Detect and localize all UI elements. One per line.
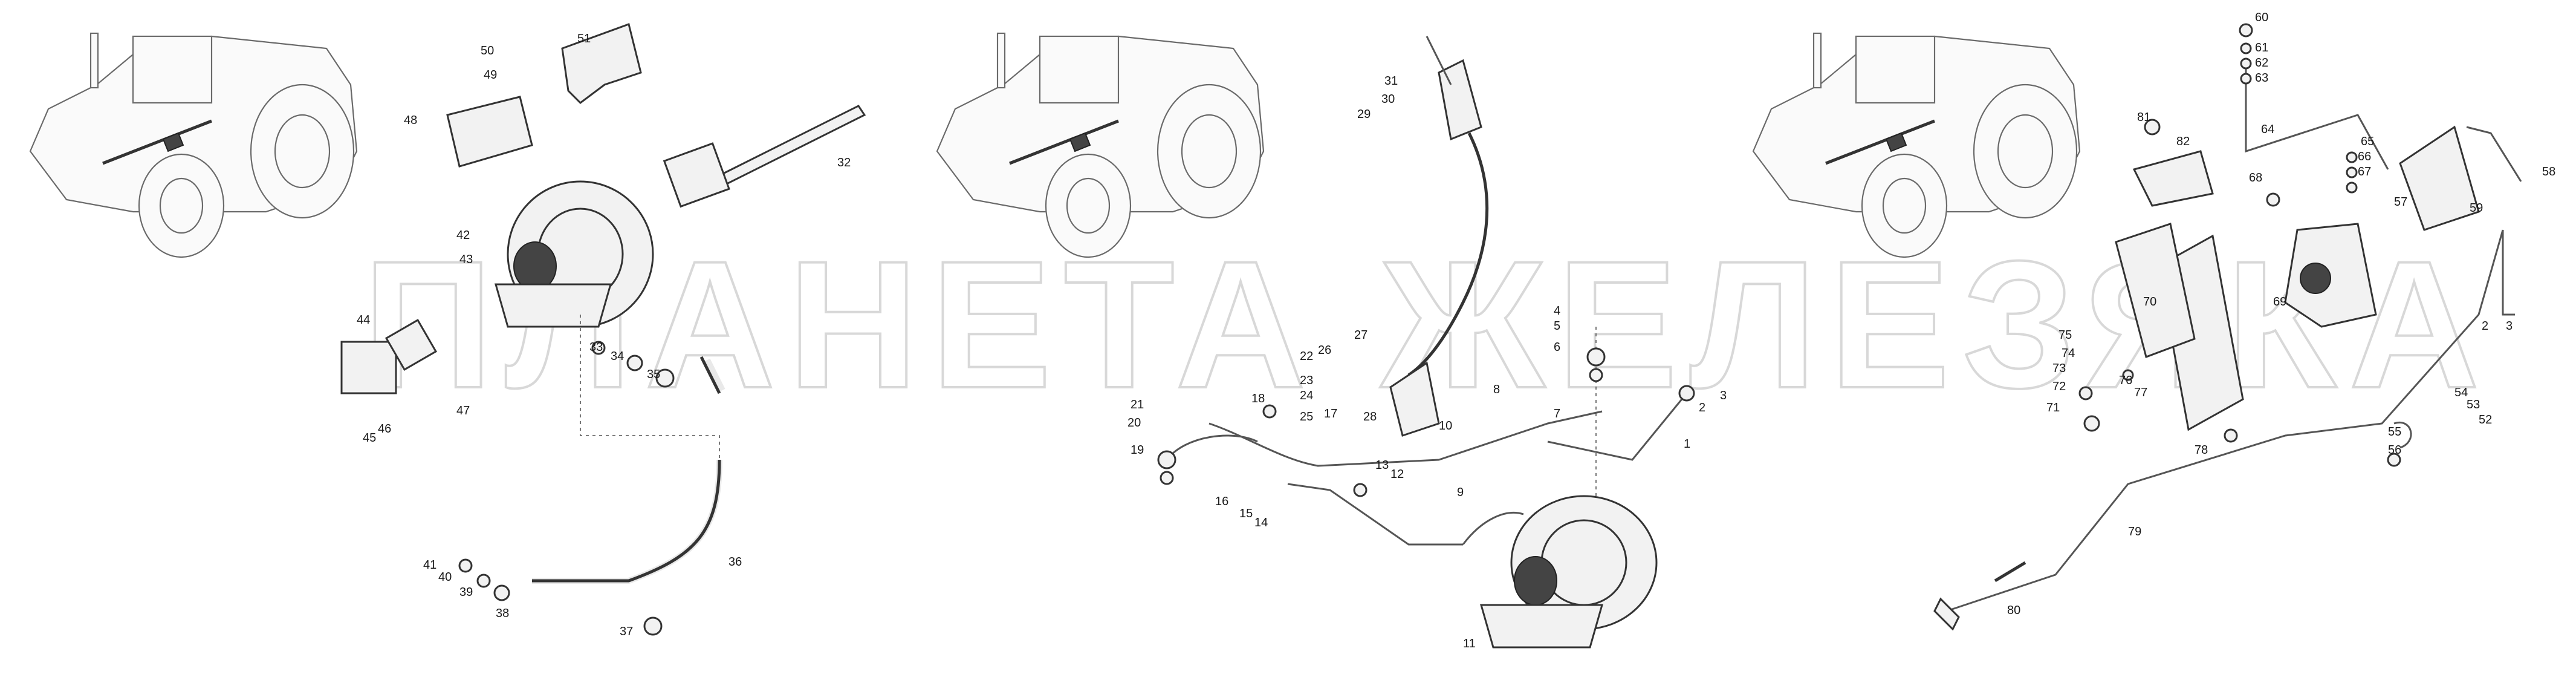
callout-69: 69	[2273, 295, 2286, 309]
callout-72: 72	[2052, 380, 2066, 393]
callout-21: 21	[1131, 398, 1144, 411]
callout-38: 38	[496, 607, 509, 620]
callout-45: 45	[363, 431, 376, 445]
callout-63: 63	[2255, 71, 2268, 85]
callout-41: 41	[423, 558, 436, 572]
callout-17: 17	[1324, 407, 1337, 420]
callout-19: 19	[1131, 443, 1144, 457]
callout-20: 20	[1127, 416, 1141, 430]
center-assembly	[1157, 36, 1695, 649]
callout-74: 74	[2062, 347, 2075, 360]
callout-68: 68	[2249, 171, 2262, 185]
callout-70: 70	[2143, 295, 2156, 309]
callout-39: 39	[459, 586, 473, 599]
callout-26: 26	[1318, 344, 1331, 357]
callout-40: 40	[438, 570, 452, 584]
tractor-view-right	[1752, 32, 2081, 258]
cover-48	[446, 96, 533, 168]
callout-5: 5	[1554, 319, 1560, 333]
tractor-view-center	[936, 32, 1265, 258]
callout-78: 78	[2195, 443, 2208, 457]
callout-51: 51	[577, 32, 591, 45]
callout-73: 73	[2052, 362, 2066, 375]
callout-50: 50	[481, 44, 494, 57]
callout-16: 16	[1215, 495, 1228, 508]
callout-3-b: 3	[2506, 319, 2513, 333]
callout-54: 54	[2454, 386, 2468, 399]
callout-77: 77	[2134, 386, 2147, 399]
callout-66: 66	[2358, 150, 2371, 163]
callout-65: 65	[2361, 135, 2374, 148]
callout-25: 25	[1300, 410, 1313, 423]
callout-10: 10	[1439, 419, 1452, 433]
callout-61: 61	[2255, 41, 2268, 54]
callout-42: 42	[456, 229, 470, 242]
callout-12: 12	[1390, 468, 1404, 481]
shaft-32	[718, 105, 866, 186]
callout-60: 60	[2255, 11, 2268, 24]
right-assembly	[1933, 23, 2522, 631]
callout-14: 14	[1254, 516, 1268, 529]
callout-48: 48	[404, 114, 417, 127]
callout-71: 71	[2046, 401, 2060, 414]
callout-7: 7	[1554, 407, 1560, 420]
callout-9: 9	[1457, 486, 1464, 499]
pipe-79	[1946, 229, 2504, 612]
callout-33: 33	[589, 341, 603, 354]
callout-27: 27	[1354, 329, 1367, 342]
hose-36	[532, 459, 722, 584]
callout-56: 56	[2388, 443, 2401, 457]
callout-49: 49	[484, 68, 497, 82]
callout-79: 79	[2128, 525, 2141, 538]
callout-43: 43	[459, 253, 473, 266]
callout-1: 1	[1684, 437, 1690, 451]
callout-24: 24	[1300, 389, 1313, 402]
callout-11: 11	[1463, 637, 1476, 650]
callout-46: 46	[378, 422, 391, 436]
callout-30: 30	[1381, 93, 1395, 106]
callout-15: 15	[1239, 507, 1253, 520]
callout-28: 28	[1363, 410, 1377, 423]
callout-18: 18	[1251, 392, 1265, 405]
callout-8: 8	[1493, 383, 1500, 396]
callout-53: 53	[2467, 398, 2480, 411]
callout-34: 34	[611, 350, 624, 363]
callout-75: 75	[2059, 329, 2072, 342]
callout-layer: 1234567891011121314151617181920212223242…	[357, 11, 2555, 650]
callout-76: 76	[2119, 374, 2132, 387]
callout-32: 32	[837, 156, 851, 169]
callout-13: 13	[1375, 459, 1389, 472]
callout-82: 82	[2176, 135, 2190, 148]
callout-58: 58	[2542, 165, 2555, 178]
callout-67: 67	[2358, 165, 2371, 178]
callout-2-b: 2	[2482, 319, 2488, 333]
callout-35: 35	[647, 368, 660, 381]
callout-57: 57	[2394, 195, 2407, 209]
callout-4: 4	[1554, 304, 1560, 318]
callout-37: 37	[620, 625, 633, 638]
callout-36: 36	[728, 555, 742, 569]
cover-51	[561, 23, 642, 104]
callout-62: 62	[2255, 56, 2268, 70]
callout-2: 2	[1699, 401, 1705, 414]
callout-59: 59	[2470, 201, 2483, 215]
callout-47: 47	[456, 404, 470, 417]
cover-59	[2399, 125, 2480, 231]
callout-80: 80	[2007, 604, 2020, 617]
callout-22: 22	[1300, 350, 1313, 363]
cardan-44	[340, 341, 397, 394]
callout-55: 55	[2388, 425, 2401, 439]
callout-23: 23	[1300, 374, 1313, 387]
left-assembly	[340, 23, 866, 636]
callout-44: 44	[357, 313, 370, 327]
callout-3: 3	[1720, 389, 1727, 402]
callout-81: 81	[2137, 111, 2150, 124]
callout-64: 64	[2261, 123, 2274, 136]
callout-6: 6	[1554, 341, 1560, 354]
callout-52: 52	[2479, 413, 2492, 427]
callout-31: 31	[1384, 74, 1398, 88]
tractor-view-left	[29, 32, 358, 258]
callout-29: 29	[1357, 108, 1371, 121]
